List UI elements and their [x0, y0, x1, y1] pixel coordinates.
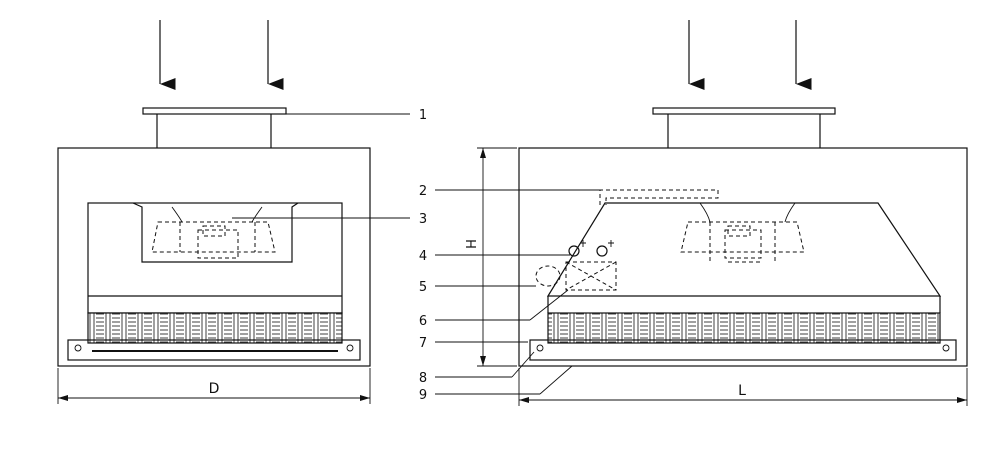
inlet-collar [652, 107, 836, 148]
outer-housing [57, 147, 371, 367]
callout-4: 4 [419, 249, 427, 264]
side-view: D [57, 20, 371, 404]
damper-box [565, 261, 617, 291]
dimension-l: L [518, 368, 968, 406]
callout-3: 3 [419, 212, 427, 227]
clamp-bolt [536, 344, 544, 352]
tapered-plenum [546, 202, 942, 297]
callout-6: 6 [419, 314, 427, 329]
clamp-bolt [942, 344, 950, 352]
test-port-pipe [599, 189, 719, 205]
callout-1: 1 [419, 108, 427, 123]
fan-opening [132, 202, 299, 263]
callout-9: 9 [419, 388, 427, 403]
dimension-label-d: D [209, 381, 220, 397]
dimension-h: H [465, 147, 517, 367]
callout-5: 5 [419, 280, 427, 295]
callout-7: 7 [419, 336, 427, 351]
callout-leaders [232, 113, 600, 395]
test-valves [568, 240, 614, 257]
filter-frame [67, 339, 361, 361]
filter-media [547, 312, 941, 344]
callout-2: 2 [419, 184, 427, 199]
dimension-d: D [57, 368, 371, 404]
callout-8: 8 [419, 371, 427, 386]
outer-housing [518, 147, 968, 367]
pressure-port [535, 265, 561, 287]
clamp-bolt [346, 344, 354, 352]
fan-opening [680, 202, 805, 263]
inlet-collar [142, 107, 287, 148]
filter-frame [529, 339, 957, 361]
clamp-bolt [74, 344, 82, 352]
callout-numbers: 1 2 3 4 5 6 7 8 9 [419, 108, 427, 403]
dimension-label-h: H [465, 239, 480, 249]
filter-media [87, 312, 343, 344]
dimension-label-l: L [738, 383, 746, 399]
front-view: L H [465, 20, 968, 406]
